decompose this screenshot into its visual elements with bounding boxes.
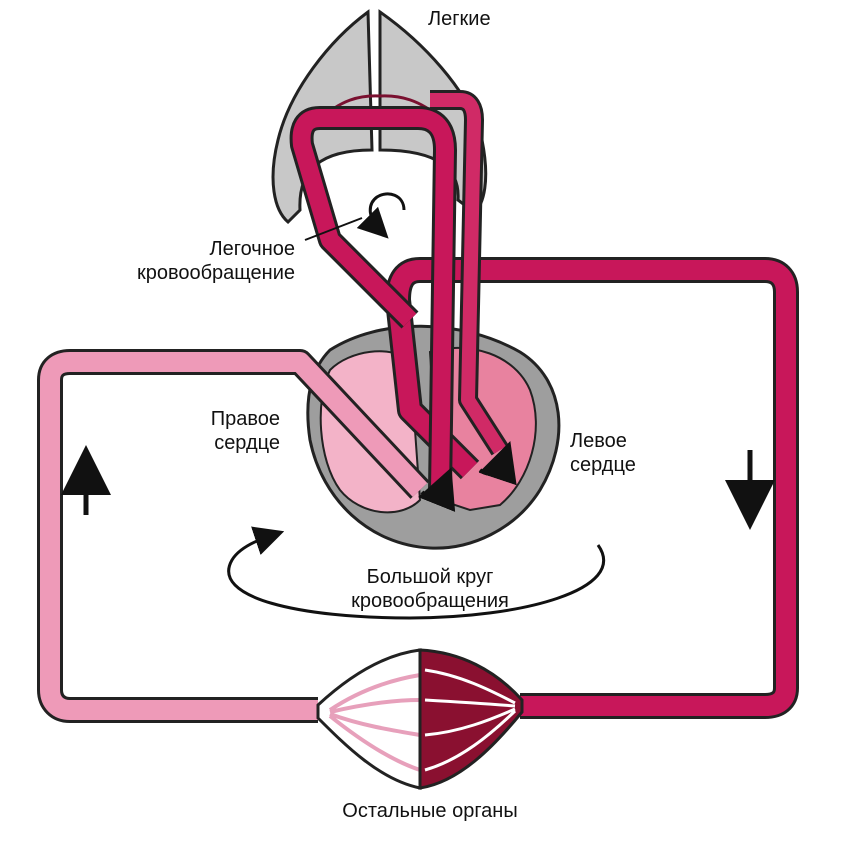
label-pulmonary-1: Легочное: [209, 238, 296, 260]
label-organs: Остальные органы: [342, 800, 518, 822]
label-lungs: Легкие: [428, 8, 491, 30]
pulmonary-circulation-arrow: [356, 192, 406, 239]
label-right-heart-2: сердце: [214, 432, 280, 454]
right-heart-arrow: [417, 467, 456, 513]
systemic-circulation-arrow: [227, 526, 606, 620]
label-right-heart-1: Правое: [210, 408, 280, 430]
label-left-heart-1: Левое: [570, 430, 627, 452]
organs-capillaries: [316, 648, 524, 790]
pulmonary-pointer-line: [304, 217, 363, 241]
organs-arterial-half: [418, 648, 524, 790]
label-systemic-1: Большой круг: [366, 566, 494, 588]
label-left-heart-2: сердце: [570, 454, 636, 476]
label-pulmonary-2: кровообращение: [136, 262, 295, 284]
left-heart-arrow: [478, 441, 517, 486]
label-systemic-2: кровообращения: [351, 590, 509, 612]
